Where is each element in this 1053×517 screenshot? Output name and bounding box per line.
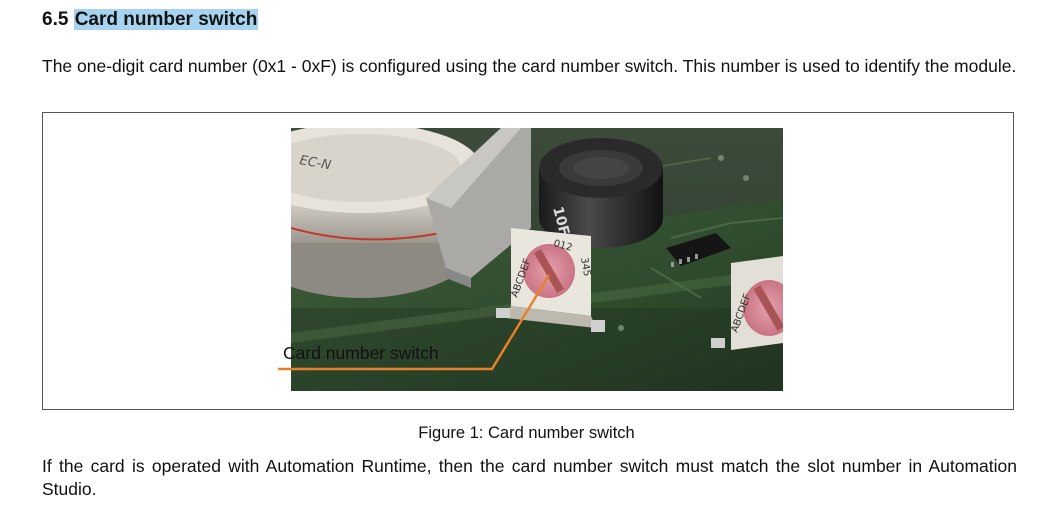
svg-text:10F: 10F — [549, 205, 572, 237]
figure-frame — [42, 112, 1014, 410]
figure-caption: Figure 1: Card number switch — [418, 424, 635, 442]
section-number: 6.5 — [42, 9, 69, 30]
svg-text:012: 012 — [552, 238, 573, 254]
callout-label: Card number switch — [283, 343, 439, 363]
intro-paragraph: The one-digit card number (0x1 - 0xF) is… — [42, 56, 1017, 76]
svg-text:345: 345 — [578, 257, 592, 278]
svg-text:EC-N: EC-N — [298, 153, 332, 173]
body-paragraph: If the card is operated with Automation … — [42, 456, 1017, 499]
section-heading: 6.5 Card number switch — [42, 9, 259, 31]
section-title: Card number switch — [73, 9, 259, 30]
